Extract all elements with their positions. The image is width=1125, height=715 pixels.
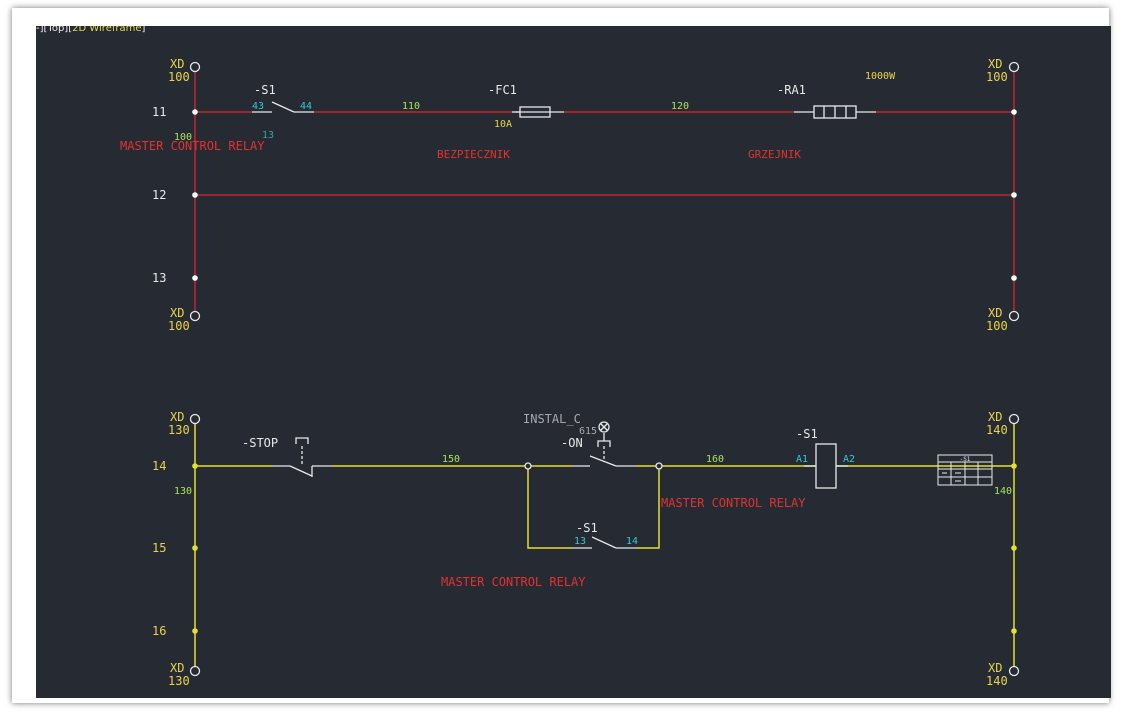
viewport-suffix: ]	[141, 26, 146, 34]
xd-num-130-b: 130	[168, 674, 190, 688]
rung-numbers: 11 12 13 14 15 16	[152, 105, 166, 638]
wire-160-label: 160	[706, 454, 724, 465]
rung-15: 15	[152, 541, 166, 555]
coil-tag: -S1	[796, 427, 818, 441]
viewport-view[interactable]: Top	[47, 26, 65, 34]
screenshot-frame: -][Top][2D Wireframe]	[12, 8, 1111, 703]
s1-cross-ref: 13	[262, 130, 274, 141]
xd-num-tl: 100	[168, 70, 190, 84]
coil-a1: A1	[796, 454, 808, 465]
viewport-controls[interactable]: -][Top][2D Wireframe]	[36, 26, 145, 35]
s1-aux-contact[interactable]	[572, 536, 636, 549]
xd-label-tr: XD	[988, 57, 1002, 71]
fc1-tag: -FC1	[488, 83, 517, 97]
xd-label-130-b: XD	[170, 661, 184, 675]
xd-num-br: 100	[986, 319, 1008, 333]
ra1-power: 1000W	[865, 71, 896, 82]
desc-fuse: BEZPIECZNIK	[437, 148, 510, 161]
s1-coil[interactable]	[804, 443, 848, 489]
terminal-xd-100-br[interactable]	[1008, 310, 1020, 322]
s1-aux-pin-14: 14	[626, 536, 638, 547]
rung-12: 12	[152, 188, 166, 202]
schematic-drawing[interactable]: -S1	[36, 26, 1111, 698]
wire-100-label: 100	[174, 132, 192, 143]
viewport-visual-style[interactable]: 2D Wireframe	[72, 26, 142, 34]
rung-13: 13	[152, 271, 166, 285]
desc-heater: GRZEJNIK	[748, 148, 801, 161]
fc1-rating: 10A	[494, 119, 512, 130]
connection-dots	[192, 109, 1017, 634]
contact-reference-table[interactable]	[937, 454, 993, 486]
rung-14: 14	[152, 459, 166, 473]
terminal-xd-130-tl[interactable]	[189, 413, 201, 425]
terminal-xd-140-br[interactable]	[1008, 665, 1020, 677]
xd-label-140-t: XD	[988, 410, 1002, 424]
lower-circuit	[194, 423, 1015, 671]
stop-tag: -STOP	[242, 436, 278, 450]
terminal-xd-140-tr[interactable]	[1008, 413, 1020, 425]
fc1-fuse[interactable]	[512, 106, 564, 118]
xd-num-140-b: 140	[986, 674, 1008, 688]
terminal-circles	[189, 61, 1020, 677]
xd-num-tr: 100	[986, 70, 1008, 84]
s1-pin-44: 44	[300, 101, 312, 112]
wire-110-label: 110	[402, 101, 420, 112]
xd-label-130-t: XD	[170, 410, 184, 424]
s1-aux-tag: -S1	[576, 521, 598, 535]
terminal-xd-100-tr[interactable]	[1008, 61, 1020, 73]
terminal-xd-130-bl[interactable]	[189, 665, 201, 677]
s1-pin-43: 43	[252, 101, 264, 112]
terminal-xd-100-bl[interactable]	[189, 310, 201, 322]
desc-relay-lower: MASTER CONTROL RELAY	[441, 575, 586, 589]
xd-label-br: XD	[988, 306, 1002, 320]
on-pushbutton[interactable]	[572, 421, 636, 467]
s1-tag: -S1	[254, 83, 276, 97]
wire-140-label: 140	[994, 486, 1012, 497]
terminal-labels: XD 100 XD 100 XD 100 XD 100 XD 130 XD 14…	[168, 57, 1008, 688]
upper-circuit	[194, 71, 1015, 312]
drawing-canvas[interactable]: -][Top][2D Wireframe]	[36, 26, 1111, 698]
viewport-sep: ][	[64, 26, 73, 34]
branch-left[interactable]	[527, 466, 572, 549]
instal-label: INSTAL_C	[523, 412, 581, 426]
xd-label-bl: XD	[170, 306, 184, 320]
xd-label-tl: XD	[170, 57, 184, 71]
wire-130-label: 130	[174, 486, 192, 497]
s1-aux-pin-13: 13	[574, 536, 586, 547]
branch-right[interactable]	[636, 466, 660, 549]
terminal-xd-100-tl[interactable]	[189, 61, 201, 73]
coil-a2: A2	[843, 454, 855, 465]
ra1-heater[interactable]	[794, 105, 876, 119]
desc-relay-upper: MASTER CONTROL RELAY	[120, 139, 265, 153]
wire-150-label: 150	[442, 454, 460, 465]
xd-num-140-t: 140	[986, 423, 1008, 437]
ra1-tag: -RA1	[777, 83, 806, 97]
indicator-lamp-icon	[598, 421, 610, 433]
on-tag: -ON	[561, 436, 583, 450]
instal-code: 615	[579, 426, 597, 437]
contact-table-title: -S1	[960, 456, 971, 463]
junction-right[interactable]	[655, 462, 663, 470]
xd-num-bl: 100	[168, 319, 190, 333]
xd-label-140-b: XD	[988, 661, 1002, 675]
xd-num-130-t: 130	[168, 423, 190, 437]
viewport-prefix[interactable]: -][	[36, 26, 48, 34]
stop-pushbutton[interactable]	[272, 437, 332, 477]
junction-left[interactable]	[524, 462, 532, 470]
rung-16: 16	[152, 624, 166, 638]
s1-contact[interactable]	[252, 101, 314, 113]
rung-11: 11	[152, 105, 166, 119]
wire-120-label: 120	[671, 101, 689, 112]
desc-relay-on: MASTER CONTROL RELAY	[661, 496, 806, 510]
